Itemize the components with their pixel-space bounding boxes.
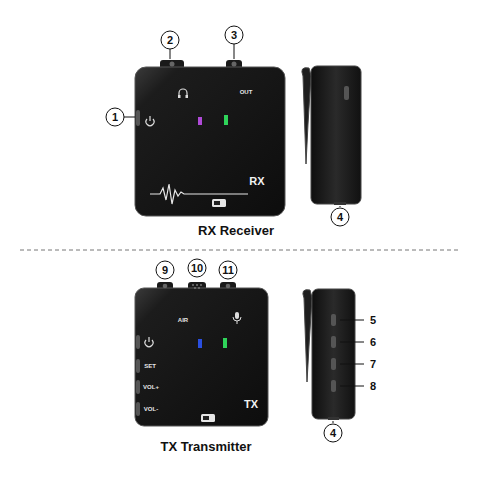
callout-circle — [156, 261, 174, 279]
callout-number: 4 — [330, 428, 336, 439]
callout-circle — [188, 259, 206, 277]
divider — [20, 250, 460, 251]
clip — [303, 290, 312, 382]
callout-circle — [331, 208, 349, 226]
battery-icon — [201, 414, 215, 422]
led — [224, 115, 228, 125]
callout-number: 6 — [370, 337, 376, 348]
tx-body — [135, 288, 268, 426]
callout-circle — [219, 261, 237, 279]
callout-circle — [324, 424, 342, 442]
rx-side-body — [311, 66, 361, 204]
side-buttons — [331, 314, 336, 392]
callout-number: 7 — [370, 359, 376, 370]
led — [198, 339, 202, 348]
side-buttons — [136, 335, 140, 416]
device-label: VOL+ — [143, 384, 159, 390]
callout-number: 11 — [222, 265, 234, 276]
callout-number: 10 — [191, 263, 203, 274]
usb-port — [328, 417, 339, 420]
callout-number: 9 — [162, 265, 168, 276]
clip — [302, 68, 311, 164]
rx-body — [135, 67, 285, 216]
leader-line — [234, 44, 235, 59]
jack — [163, 284, 168, 289]
device-label: OUT — [240, 89, 253, 95]
mic-grill — [192, 284, 202, 289]
leader-line — [124, 117, 135, 118]
device-label: AIR — [178, 317, 188, 323]
callout-number: 4 — [337, 212, 343, 223]
device-caption: RX Receiver — [198, 224, 274, 237]
battery-icon — [212, 199, 226, 207]
leader-line — [170, 49, 171, 59]
jack — [226, 284, 231, 289]
device-label: VOL- — [144, 406, 158, 412]
callout-number: 5 — [370, 315, 376, 326]
mic-icon — [235, 312, 239, 319]
callout-circle — [161, 31, 179, 49]
led — [198, 117, 202, 125]
waveform — [150, 184, 248, 204]
tx-side-body — [312, 289, 355, 419]
led — [223, 338, 227, 348]
device-label: TX — [244, 399, 258, 410]
callout-number: 2 — [167, 35, 173, 46]
side-button — [136, 110, 140, 126]
side-button — [344, 86, 349, 100]
headphone-icon — [179, 89, 187, 96]
device-caption: TX Transmitter — [160, 440, 251, 453]
leader-line — [340, 206, 341, 207]
jack — [232, 62, 237, 67]
device-label: RX — [249, 176, 264, 187]
jack — [170, 62, 175, 67]
callout-number: 3 — [231, 30, 237, 41]
usb-port — [334, 202, 346, 205]
callout-number: 1 — [112, 112, 118, 123]
leader-lines — [333, 320, 364, 423]
callout-number: 8 — [370, 381, 376, 392]
callout-circle — [225, 26, 243, 44]
callout-circle — [106, 108, 124, 126]
device-label: SET — [144, 363, 156, 369]
